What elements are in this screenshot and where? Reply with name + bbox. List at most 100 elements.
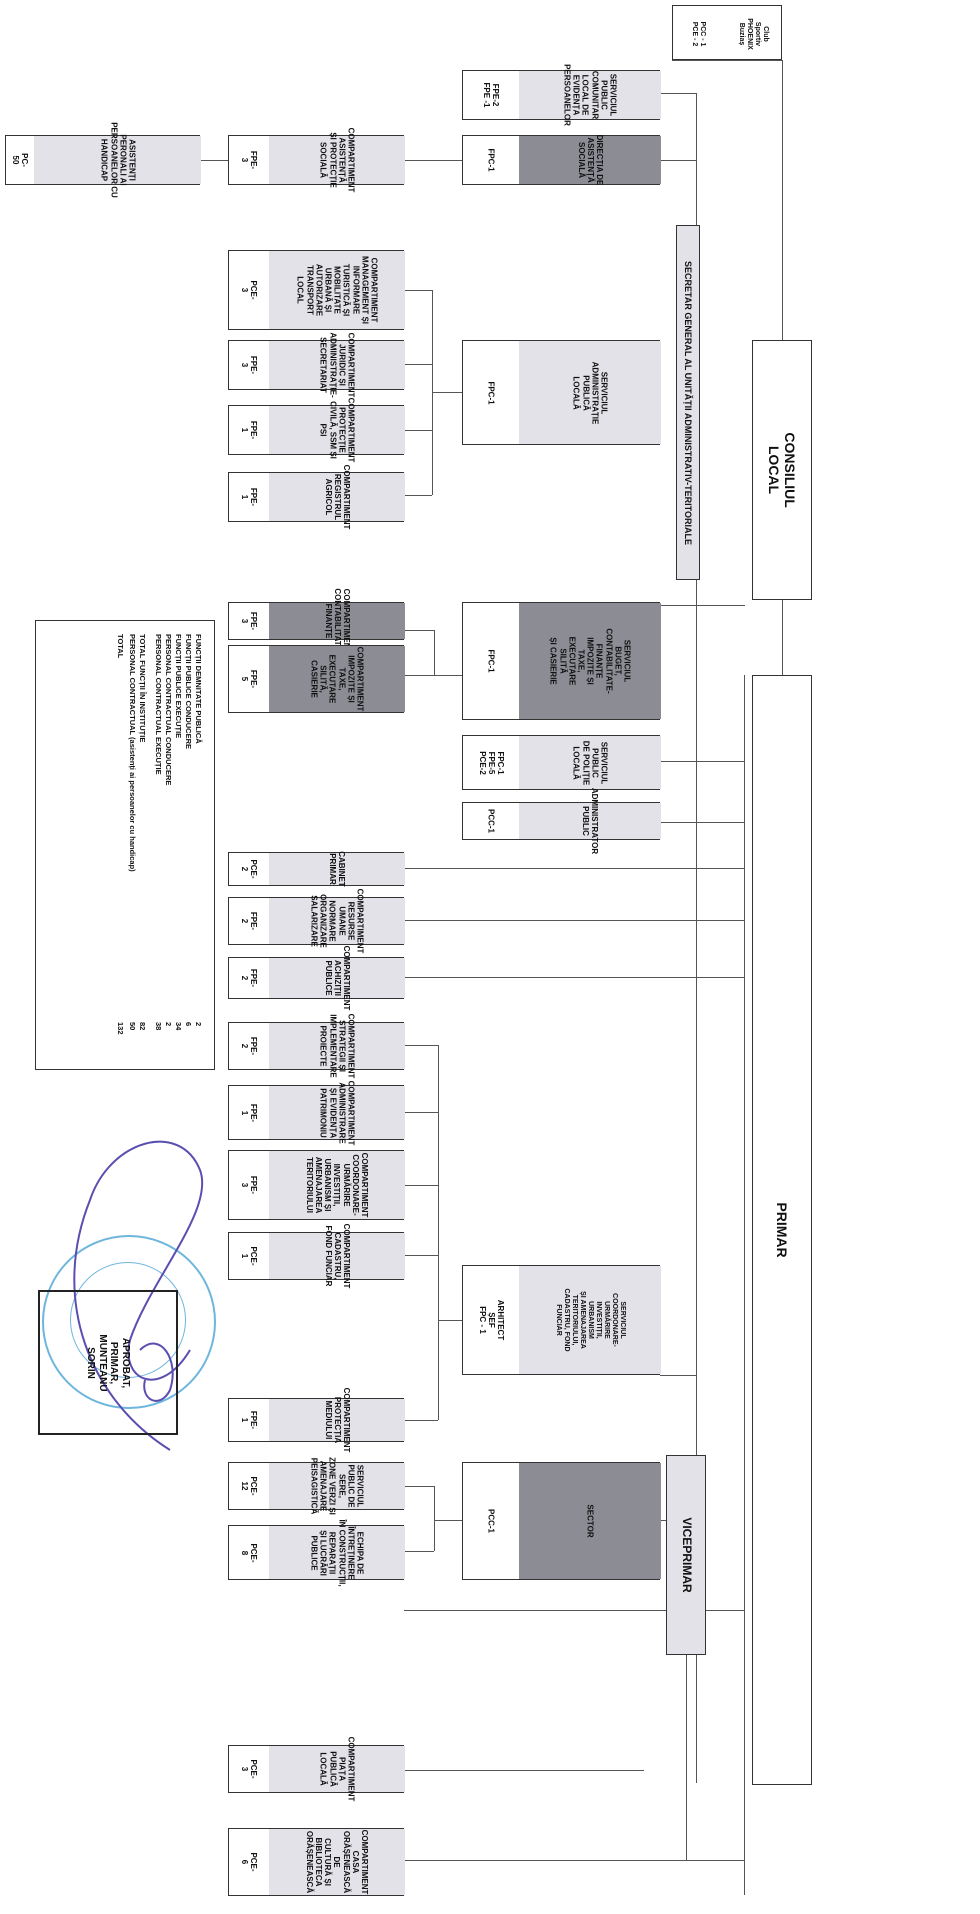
- unit-name: COMPARTIMENT PROTECȚIE CIVILĂ, SSM ȘI PS…: [318, 397, 356, 463]
- totals-row-label: PERSONAL CONTRACTUAL (asistenți ai perso…: [128, 634, 137, 872]
- unit-name: ECHIPA DE ÎNTREȚINERE ÎN CONSTRUCȚII, RE…: [309, 1518, 365, 1587]
- consiliul-local-box: CONSILIUL LOCAL: [752, 340, 812, 600]
- unit-code: PCC-1: [486, 1508, 496, 1534]
- unit-serviciul-sere: PCE-12 SERVICIUL PUBLIC DE SERE, ZONE VE…: [228, 1457, 405, 1515]
- unit-code: PCE-12: [240, 1476, 259, 1496]
- unit-code: FPE-2: [240, 911, 259, 931]
- totals-row-value: 82: [138, 1022, 147, 1031]
- unit-code: PCC-1: [486, 808, 496, 834]
- unit-code: FPE-1: [240, 420, 259, 440]
- secretar-general-label: SECRETAR GENERAL AL UNITĂȚII ADMINISTRAT…: [683, 260, 694, 545]
- unit-name: SERVICIUL ADMINISTRAȚIE PUBLICĂ LOCALĂ: [571, 361, 609, 424]
- unit-name: COMPARTIMENT IMPOZITE ȘI TAXE, EXECUTARE…: [309, 646, 365, 712]
- unit-code: PCE-3: [240, 1759, 259, 1779]
- unit-serviciul-administratie: FPC-1 SERVICIUL ADMINISTRAȚIE PUBLICĂ LO…: [462, 340, 661, 445]
- unit-name: COMPARTIMENT CASA ORĂȘENEASCĂ DE CULTURĂ…: [305, 1829, 370, 1895]
- unit-name: COMPARTIMENT MANAGEMENT ȘI INFORMARE TUR…: [295, 256, 379, 324]
- unit-name: COMPARTIMENT JURIDIC ȘI ADMINISTRAȚIE-SE…: [318, 332, 356, 398]
- signature-stroke: [73, 1140, 204, 1451]
- unit-code: FPE-2: [240, 968, 259, 988]
- unit-code: FPC-1: [486, 148, 496, 172]
- unit-politie-locala: FPC-1 FPE-5 PCE-2 SERVICIUL PUBLIC DE PO…: [462, 735, 661, 790]
- secretar-general-box: SECRETAR GENERAL AL UNITĂȚII ADMINISTRAT…: [676, 225, 700, 580]
- unit-code: FPC-1: [486, 380, 496, 405]
- totals-row-value: 6: [184, 1022, 193, 1027]
- unit-code: FPE-3: [240, 355, 259, 375]
- unit-compartiment-patrimoniu: FPE-1 COMPARTIMENT ADMINISTRARE ȘI EVIDE…: [228, 1080, 405, 1145]
- unit-sector: PCC-1 SECTOR: [462, 1462, 661, 1580]
- unit-code: FPE-3: [240, 611, 259, 631]
- unit-name: SERVICIUL PUBLIC DE SERE, ZONE VERZI ȘI …: [309, 1457, 365, 1515]
- unit-code: FPE-1: [240, 1103, 259, 1122]
- unit-compartiment-management-turistic: PCE-3 COMPARTIMENT MANAGEMENT ȘI INFORMA…: [228, 250, 405, 330]
- unit-name: COMPARTIMENT STRATEGII ȘI IMPLEMENTARE P…: [318, 1013, 356, 1079]
- official-seal: [42, 1235, 216, 1409]
- unit-compartiment-protectie-civila: FPE-1 COMPARTIMENT PROTECȚIE CIVILĂ, SSM…: [228, 398, 405, 462]
- totals-row-label: PERSONAL CONTRACTUAL EXECUȚIE: [154, 634, 163, 775]
- totals-row-value: 38: [154, 1022, 163, 1031]
- unit-compartiment-asistenta: FPE-3 COMPARTIMENT ASISTENȚĂ ȘI PROTECȚI…: [228, 128, 405, 192]
- totals-row-value: 132: [116, 1022, 125, 1035]
- unit-name: SECTOR: [585, 1504, 595, 1538]
- totals-row-value: 50: [128, 1022, 137, 1031]
- totals-table: FUNCȚII DEMNITATE PUBLICĂ 2 FUNCȚII PUBL…: [35, 620, 215, 1070]
- unit-asistenti-personali: PC-50 ASISTENȚI PERONALI AI PERSOANELOR …: [5, 122, 201, 198]
- unit-name: COMPARTIMENT ASISTENȚĂ ȘI PROTECȚIE SOCI…: [318, 127, 356, 193]
- unit-name: COMPARTIMENT ADMINISTRARE ȘI EVIDENȚA PA…: [318, 1080, 356, 1145]
- unit-compartiment-juridic: FPE-3 COMPARTIMENT JURIDIC ȘI ADMINISTRA…: [228, 332, 405, 398]
- unit-code: PC-50: [11, 153, 30, 167]
- unit-code: FPE-5: [240, 669, 259, 689]
- viceprimar-label: VICEPRIMAR: [679, 1517, 694, 1593]
- totals-row-label: PERSONAL CONTRACTUAL CONDUCERE: [164, 634, 173, 786]
- unit-code: FPC-1: [486, 649, 496, 673]
- official-seal-inner: [70, 1262, 186, 1378]
- unit-compartiment-achizitii: FPE-2 COMPARTIMENT ACHIZIȚII PUBLICE: [228, 946, 405, 1010]
- approval-text: APROBAT, PRIMAR, MUNTEANU SORIN: [85, 1333, 132, 1392]
- unit-administrator-public: PCC-1 ADMINISTRATOR PUBLIC: [462, 788, 661, 854]
- unit-name: COMPARTIMENT PROTECȚIA MEDIULUI: [323, 1387, 351, 1453]
- unit-name: DIRECȚIA DE ASISTENȚĂ SOCIALĂ: [576, 134, 604, 186]
- club-box: PCC - 1 PCE - 2 Club Sportiv PHOENIX Buz…: [672, 5, 782, 60]
- unit-compartiment-registrul-agricol: FPE-1 COMPARTIMENT REGISTRUL AGRICOL: [228, 465, 405, 529]
- unit-directia-asistenta-sociala: FPC-1 DIRECȚIA DE ASISTENȚĂ SOCIALĂ: [462, 135, 661, 185]
- unit-echipa-intretinere: PCE-8 ECHIPA DE ÎNTREȚINERE ÎN CONSTRUCȚ…: [228, 1519, 405, 1586]
- unit-name: SERVICIUL COORDONARE- URMĂRIRE INVESTIȚI…: [554, 1288, 627, 1352]
- unit-code: PCE-2: [240, 859, 259, 879]
- unit-code: PCE-6: [240, 1852, 259, 1872]
- unit-compartiment-strategii: FPE-2 COMPARTIMENT STRATEGII ȘI IMPLEMEN…: [228, 1014, 405, 1078]
- unit-code: PCE-8: [240, 1542, 259, 1563]
- unit-code: PCE-3: [240, 280, 259, 300]
- unit-name: COMPARTIMENT PIAȚA PUBLICĂ LOCALĂ: [318, 1736, 356, 1802]
- unit-name: COMPARTIMENT ACHIZIȚII PUBLICE: [323, 945, 351, 1011]
- totals-row-value: 2: [194, 1022, 203, 1027]
- consiliul-local-label: CONSILIUL LOCAL: [766, 432, 799, 508]
- totals-row-value: 34: [174, 1022, 183, 1031]
- unit-code: PCE-1: [240, 1246, 259, 1266]
- unit-code: FPE-2: [240, 1036, 259, 1056]
- unit-name: SERVICIUL BUGET, CONTABILITATE- FINANȚE …: [548, 628, 632, 694]
- unit-name: ADMINISTRATOR PUBLIC: [581, 787, 600, 855]
- unit-code: FPE-3: [240, 150, 259, 170]
- totals-row-label: FUNCȚII PUBLICE EXECUȚIE: [174, 634, 183, 739]
- unit-name: ASISTENȚI PERONALI AI PERSOANELOR CU HAN…: [99, 122, 136, 198]
- unit-compartiment-cadastru: PCE-1 COMPARTIMENT CADASTRU, FOND FUNCIA…: [228, 1224, 405, 1288]
- club-name: Club Sportiv PHOENIX Buziaș: [737, 17, 770, 50]
- club-code: PCC - 1 PCE - 2: [691, 21, 707, 46]
- totals-row-label: FUNCȚII DEMNITATE PUBLICĂ: [194, 634, 203, 744]
- approval-box: APROBAT, PRIMAR, MUNTEANU SORIN: [38, 1290, 178, 1435]
- unit-code: ARHITECT ȘEF FPC - 1: [477, 1299, 505, 1341]
- unit-code: FPE-2 FPE -1: [482, 82, 501, 108]
- primar-label: PRIMAR: [774, 1202, 791, 1258]
- unit-serviciul-urbanism: ARHITECT ȘEF FPC - 1 SERVICIUL COORDONAR…: [462, 1265, 661, 1375]
- unit-code: FPE-3: [240, 1175, 259, 1195]
- unit-compartiment-casa-cultura: PCE-6 COMPARTIMENT CASA ORĂȘENEASCĂ DE C…: [228, 1828, 405, 1896]
- unit-compartiment-impozite: FPE-5 COMPARTIMENT IMPOZITE ȘI TAXE, EXE…: [228, 645, 405, 713]
- totals-row-label: TOTAL: [116, 634, 125, 659]
- unit-code: FPE-1: [240, 1410, 259, 1430]
- viceprimar-box: VICEPRIMAR: [666, 1455, 706, 1655]
- unit-compartiment-investitii: FPE-3 COMPARTIMENT COORDONARE- URMĂRIRE …: [228, 1150, 405, 1220]
- unit-compartiment-protectia-mediului: FPE-1 COMPARTIMENT PROTECȚIA MEDIULUI: [228, 1388, 405, 1452]
- unit-compartiment-piata: PCE-3 COMPARTIMENT PIAȚA PUBLICĂ LOCALĂ: [228, 1737, 405, 1801]
- unit-evidenta-persoanelor: FPE-2 FPE -1 SERVICIUL PUBLIC COMUNITAR …: [462, 64, 661, 126]
- primar-box: PRIMAR: [752, 675, 812, 1785]
